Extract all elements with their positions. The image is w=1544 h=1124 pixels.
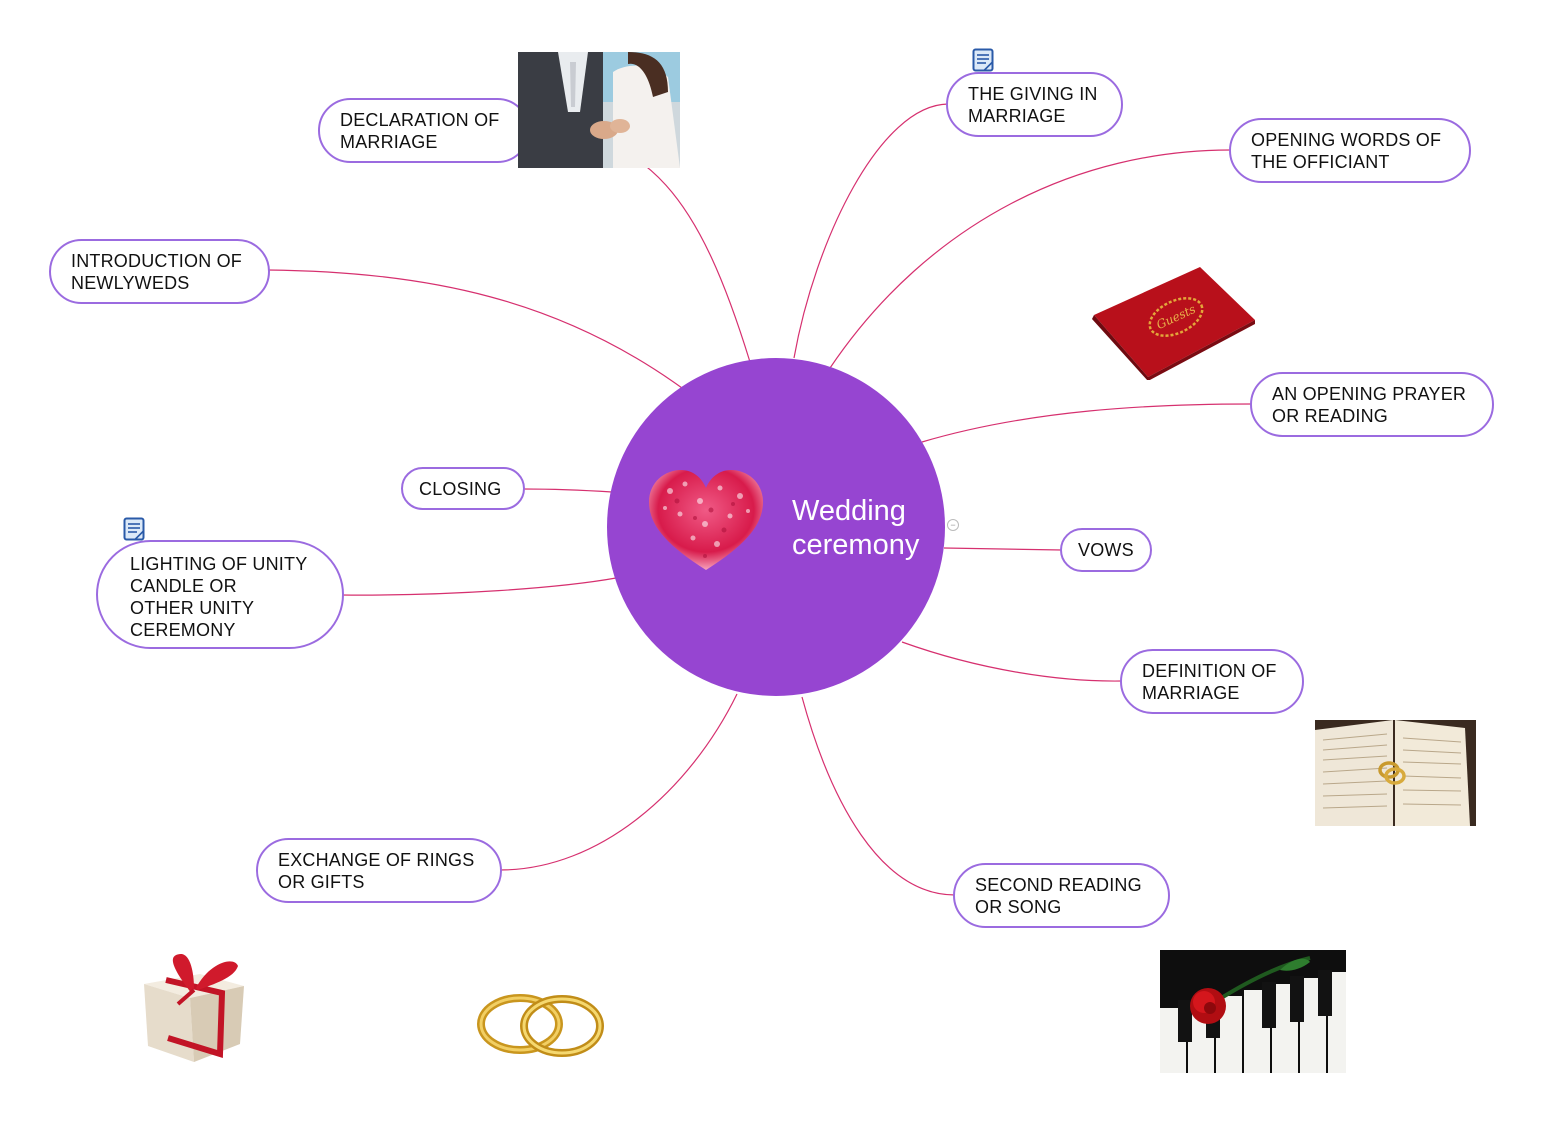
topic-label: CLOSING — [419, 479, 502, 499]
link-vows — [943, 547, 1063, 551]
central-topic-title: Wedding ceremony — [792, 494, 932, 562]
central-topic-text: Wedding ceremony — [792, 495, 920, 561]
topic-vows[interactable]: VOWS — [1060, 528, 1152, 572]
link-introduction — [267, 269, 683, 389]
topic-label: VOWS — [1078, 540, 1134, 560]
link-closing — [523, 488, 613, 493]
guest-book-photo: Guests — [1092, 267, 1255, 380]
gift-box-photo — [144, 954, 244, 1062]
link-definition — [901, 641, 1123, 682]
note-icon[interactable] — [972, 48, 994, 74]
link-lighting — [341, 577, 617, 596]
wedding-rings-photo — [477, 994, 604, 1057]
link-giving — [793, 103, 949, 359]
bride-groom-photo — [518, 52, 680, 168]
heart-icon — [649, 470, 763, 570]
link-second-reading — [801, 696, 956, 896]
topic-closing[interactable]: CLOSING — [401, 467, 525, 510]
rose-piano-photo — [1160, 950, 1346, 1073]
collapse-toggle-icon[interactable]: − — [947, 519, 959, 531]
link-opening-words — [829, 149, 1231, 369]
bible-rings-photo — [1315, 720, 1476, 826]
note-icon[interactable] — [123, 517, 145, 543]
central-topic[interactable]: Wedding ceremony — [607, 358, 945, 696]
link-opening-prayer — [921, 403, 1252, 443]
link-exchange — [499, 693, 738, 871]
